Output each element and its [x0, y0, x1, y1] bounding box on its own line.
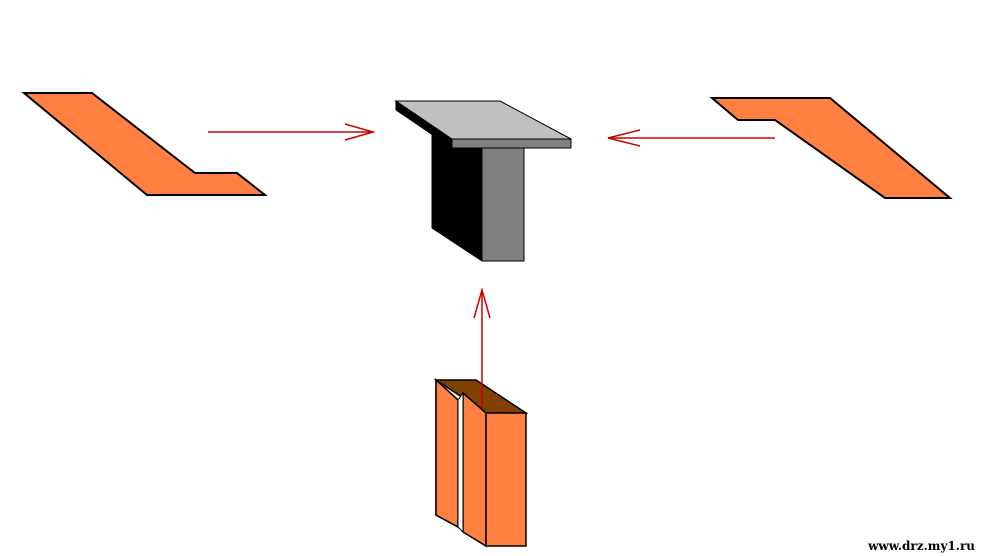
arrow-bottom-to-center	[473, 287, 491, 408]
t-beam-flange-top-face	[394, 100, 572, 140]
channel-right-prong-front	[485, 412, 527, 547]
arrow-right-to-center	[607, 129, 775, 147]
left-angle-plate	[21, 92, 268, 196]
channel-left-prong-face	[435, 378, 459, 529]
channel-right-prong-side	[462, 391, 487, 548]
watermark-text: www.drz.my1.ru	[868, 539, 975, 553]
right-angle-plate	[709, 97, 953, 199]
t-beam-assembly	[394, 100, 572, 262]
channel-slot	[457, 391, 464, 534]
t-beam-web-dark-face	[431, 134, 483, 262]
t-beam-web-front-face	[481, 147, 525, 262]
arrow-left-to-center	[208, 123, 376, 141]
bottom-channel-block	[433, 378, 529, 548]
t-beam-flange-front-face	[451, 138, 572, 149]
